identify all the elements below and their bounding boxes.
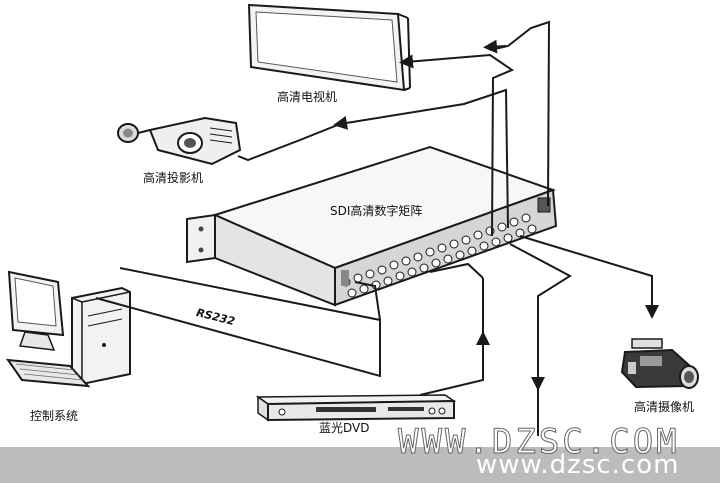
cable-matrix-to-projector — [333, 88, 509, 229]
matrix-label: SDI高清数字矩阵 — [330, 204, 423, 218]
cable-lines — [95, 20, 659, 436]
dvd-player-icon — [255, 394, 457, 422]
cable-tv-loop — [489, 20, 551, 207]
watermark-ghost-text: WWW.DZSC.COM — [398, 422, 680, 462]
watermark-band — [0, 447, 720, 483]
cable-matrix-down — [509, 243, 572, 391]
rs232-port — [341, 270, 349, 286]
cable-matrix-to-tv — [399, 53, 515, 237]
arrow-on-tv-loop — [483, 39, 507, 54]
camera-label: 高清摄像机 — [634, 400, 695, 414]
cable-projector-return — [237, 123, 341, 162]
bnc-connector-row-bottom — [347, 224, 537, 298]
matrix-switcher-icon — [186, 145, 558, 307]
hd-tv-label: 高清电视机 — [277, 90, 338, 104]
cable-matrix-to-camera — [519, 235, 659, 319]
control-system-label: 控制系统 — [30, 409, 79, 423]
cable-rs232 — [95, 267, 381, 378]
cable-dvd-to-matrix — [419, 278, 484, 396]
camcorder-icon — [620, 338, 699, 389]
projector-label: 高清投影机 — [143, 171, 204, 185]
desktop-computer-icon — [5, 270, 131, 388]
power-socket — [537, 197, 551, 213]
dvd-label: 蓝光DVD — [319, 421, 370, 435]
projector-icon — [117, 116, 242, 166]
watermark-url: www.dzsc.com — [476, 450, 680, 480]
hd-tv-icon — [247, 3, 411, 92]
